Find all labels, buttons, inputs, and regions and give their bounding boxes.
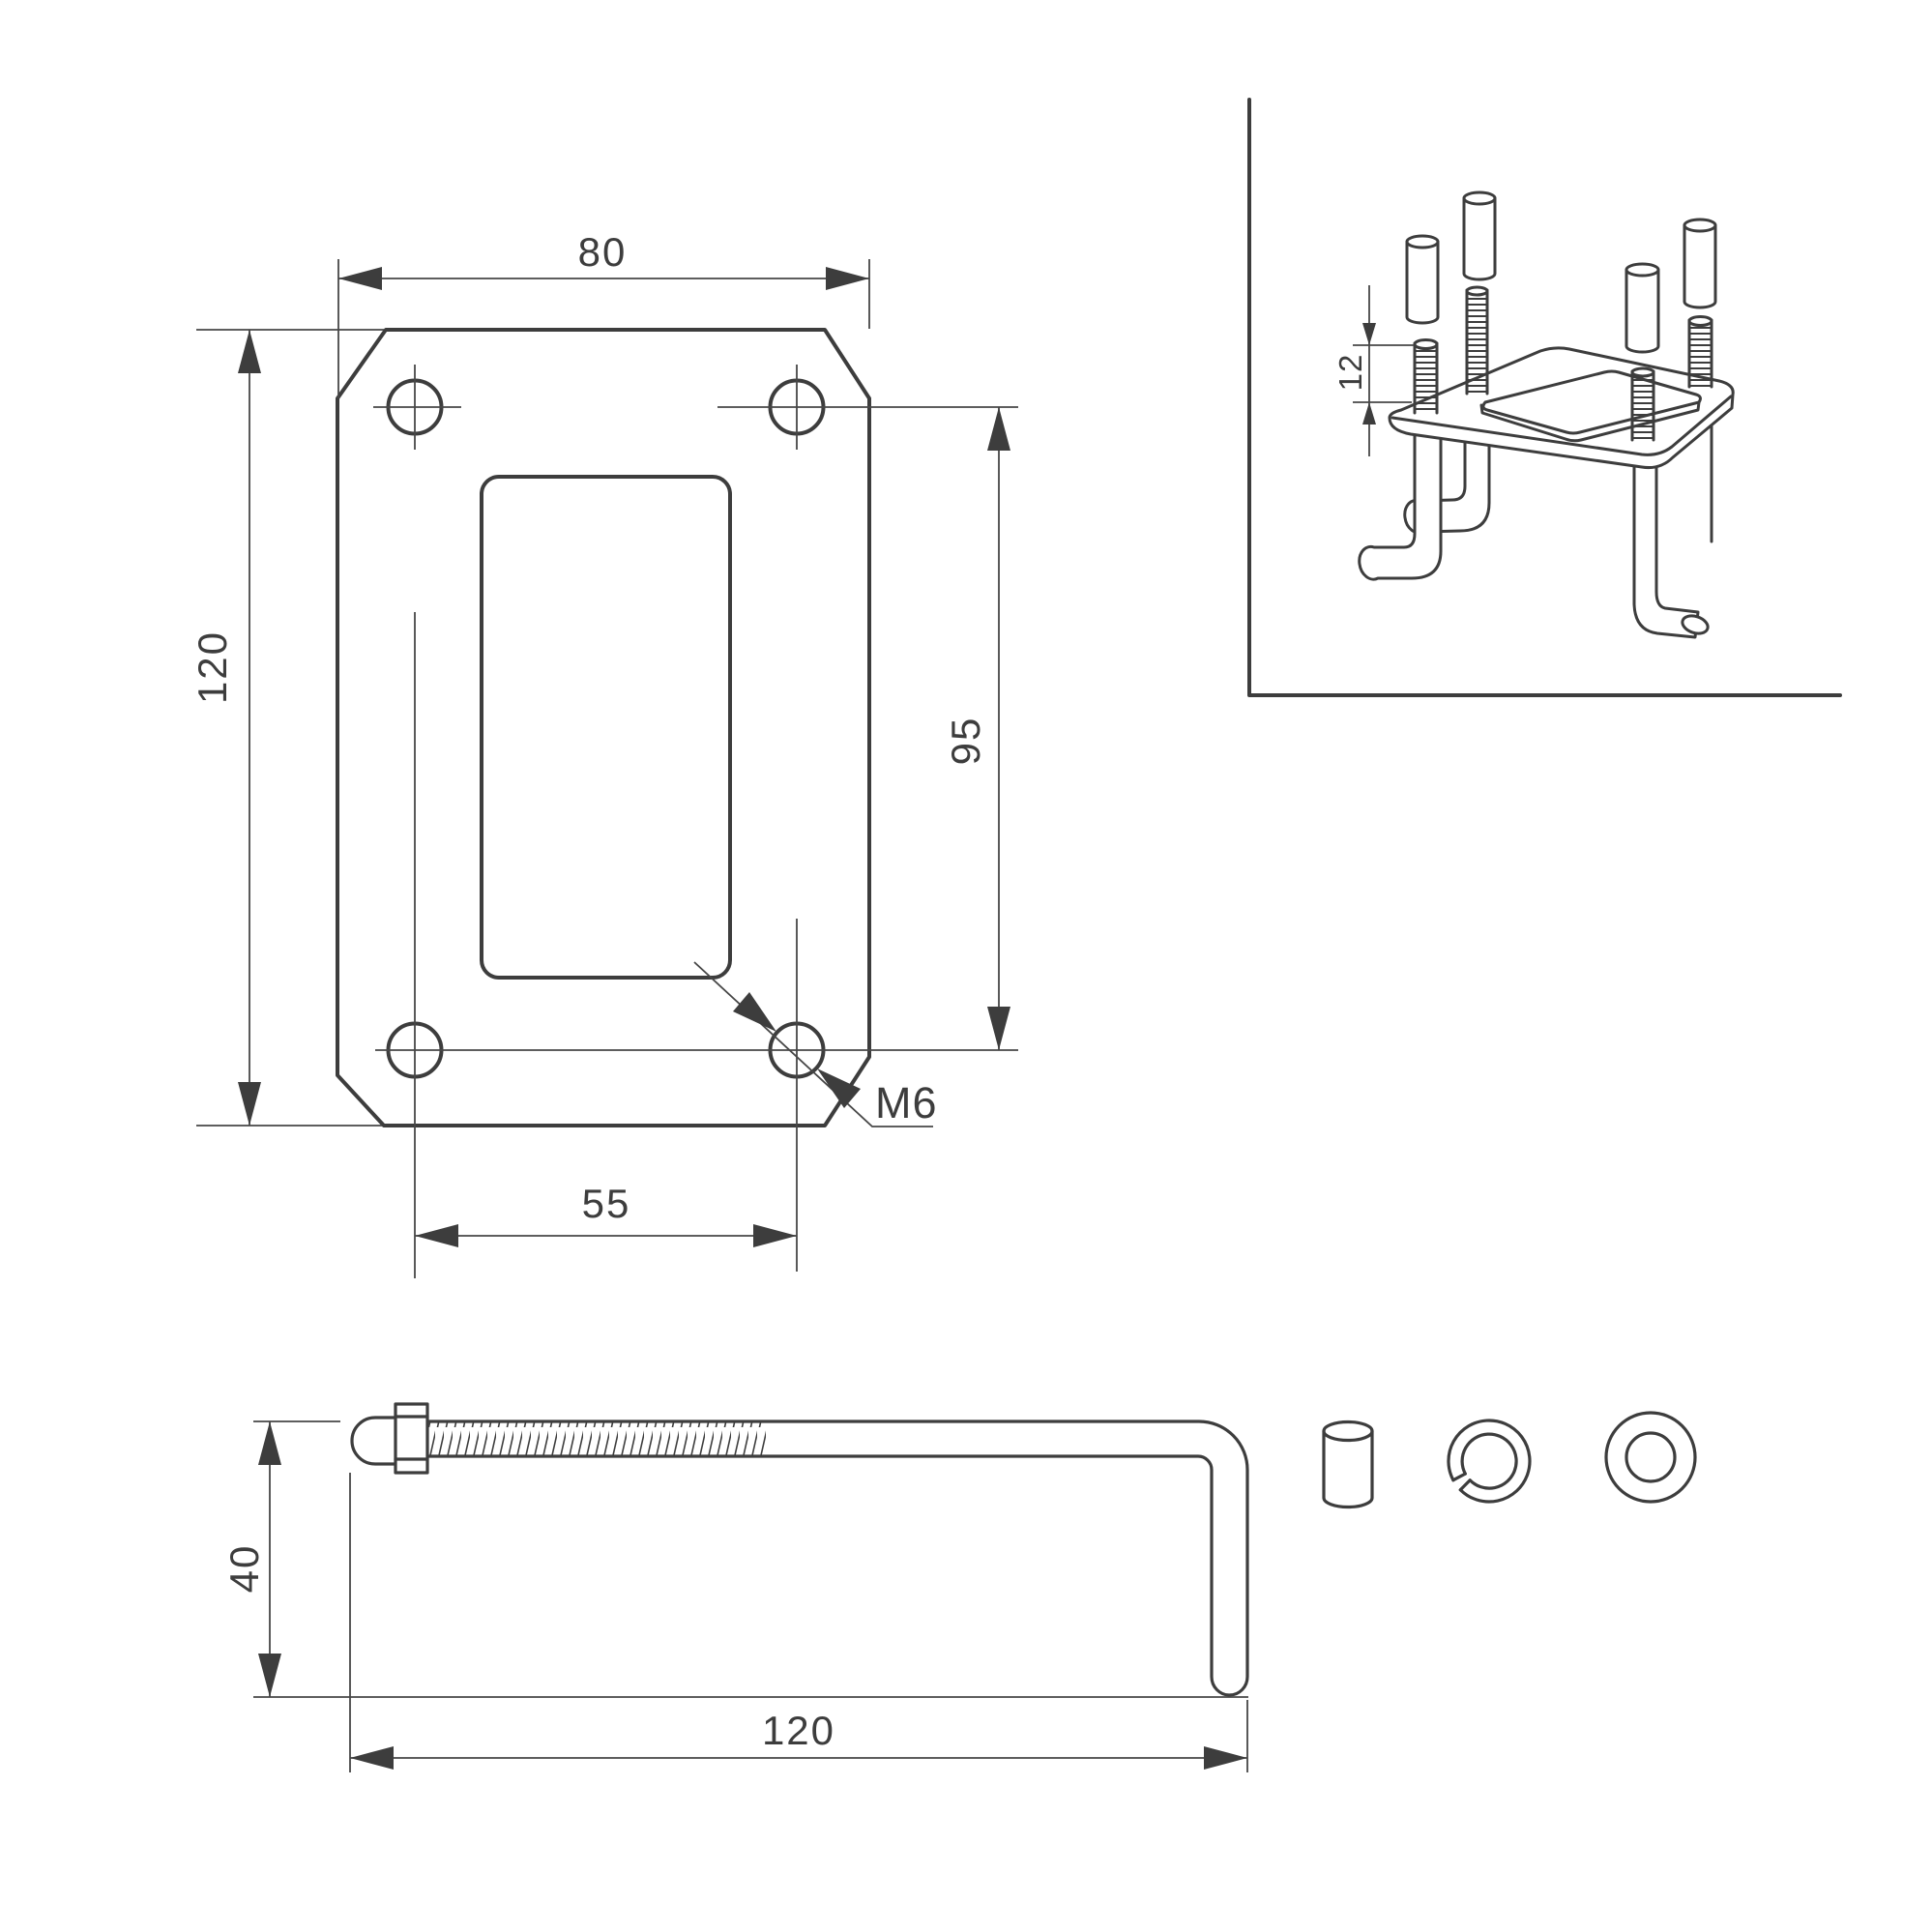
spacer-3 bbox=[1625, 262, 1660, 354]
stud-protrusion-label: 12 bbox=[1332, 354, 1368, 392]
spacer-tube-part bbox=[1322, 1420, 1374, 1509]
leg-front-right bbox=[1632, 438, 1700, 639]
leg-front-left bbox=[1358, 414, 1443, 581]
dim-plate-width: 80 bbox=[337, 229, 870, 398]
hole-centerlines bbox=[373, 365, 1018, 1278]
plate-height-label: 120 bbox=[190, 630, 235, 704]
stud-front-right bbox=[1630, 366, 1655, 442]
bolt-thread-hatch bbox=[427, 1422, 766, 1455]
dim-anchor-length: 120 bbox=[349, 1473, 1248, 1772]
bolt-nut-lines bbox=[394, 1415, 429, 1461]
plate-outline bbox=[336, 328, 871, 1127]
thread-callout: M6 bbox=[693, 961, 938, 1127]
dim-plate-height: 120 bbox=[190, 329, 384, 1127]
bolt-head bbox=[350, 1416, 397, 1466]
hole-spacing-x-label: 55 bbox=[582, 1181, 631, 1226]
anchor-length-label: 120 bbox=[762, 1708, 835, 1753]
thread-label: M6 bbox=[875, 1078, 938, 1127]
plate-top-view: 80 120 95 55 M bbox=[190, 229, 1018, 1278]
stud-front-left bbox=[1465, 285, 1489, 395]
hole-spacing-y-label: 95 bbox=[943, 717, 988, 766]
leg-front-right-end bbox=[1681, 614, 1710, 635]
view-border bbox=[1247, 98, 1842, 697]
spacer-4 bbox=[1683, 218, 1717, 309]
plate-cutout bbox=[480, 475, 732, 980]
bolt-nut bbox=[394, 1402, 429, 1475]
flat-washer-part bbox=[1604, 1411, 1697, 1504]
plate-width-label: 80 bbox=[578, 229, 628, 275]
spacer-cylinders bbox=[1405, 190, 1717, 354]
dim-hole-spacing-x: 55 bbox=[415, 1181, 797, 1247]
stud-rear-left bbox=[1413, 338, 1439, 415]
iso-plate-hole-wall bbox=[1479, 400, 1701, 443]
iso-plate-edge bbox=[1390, 395, 1733, 456]
spacer-2 bbox=[1462, 190, 1497, 281]
spacer-1 bbox=[1405, 234, 1440, 325]
lock-washer-part bbox=[1447, 1419, 1532, 1504]
dim-leg-height: 40 bbox=[221, 1420, 1248, 1698]
anchor-side-view: 40 120 bbox=[221, 1402, 1697, 1772]
leg-height-label: 40 bbox=[221, 1544, 267, 1594]
bolt-rod bbox=[425, 1420, 1249, 1697]
stud-rear-right bbox=[1687, 315, 1713, 389]
dim-stud-protrusion: 12 bbox=[1332, 285, 1414, 456]
dim-hole-spacing-y: 95 bbox=[943, 407, 1010, 1050]
assembly-iso-view: 12 bbox=[1247, 98, 1842, 697]
threaded-studs bbox=[1413, 285, 1713, 442]
